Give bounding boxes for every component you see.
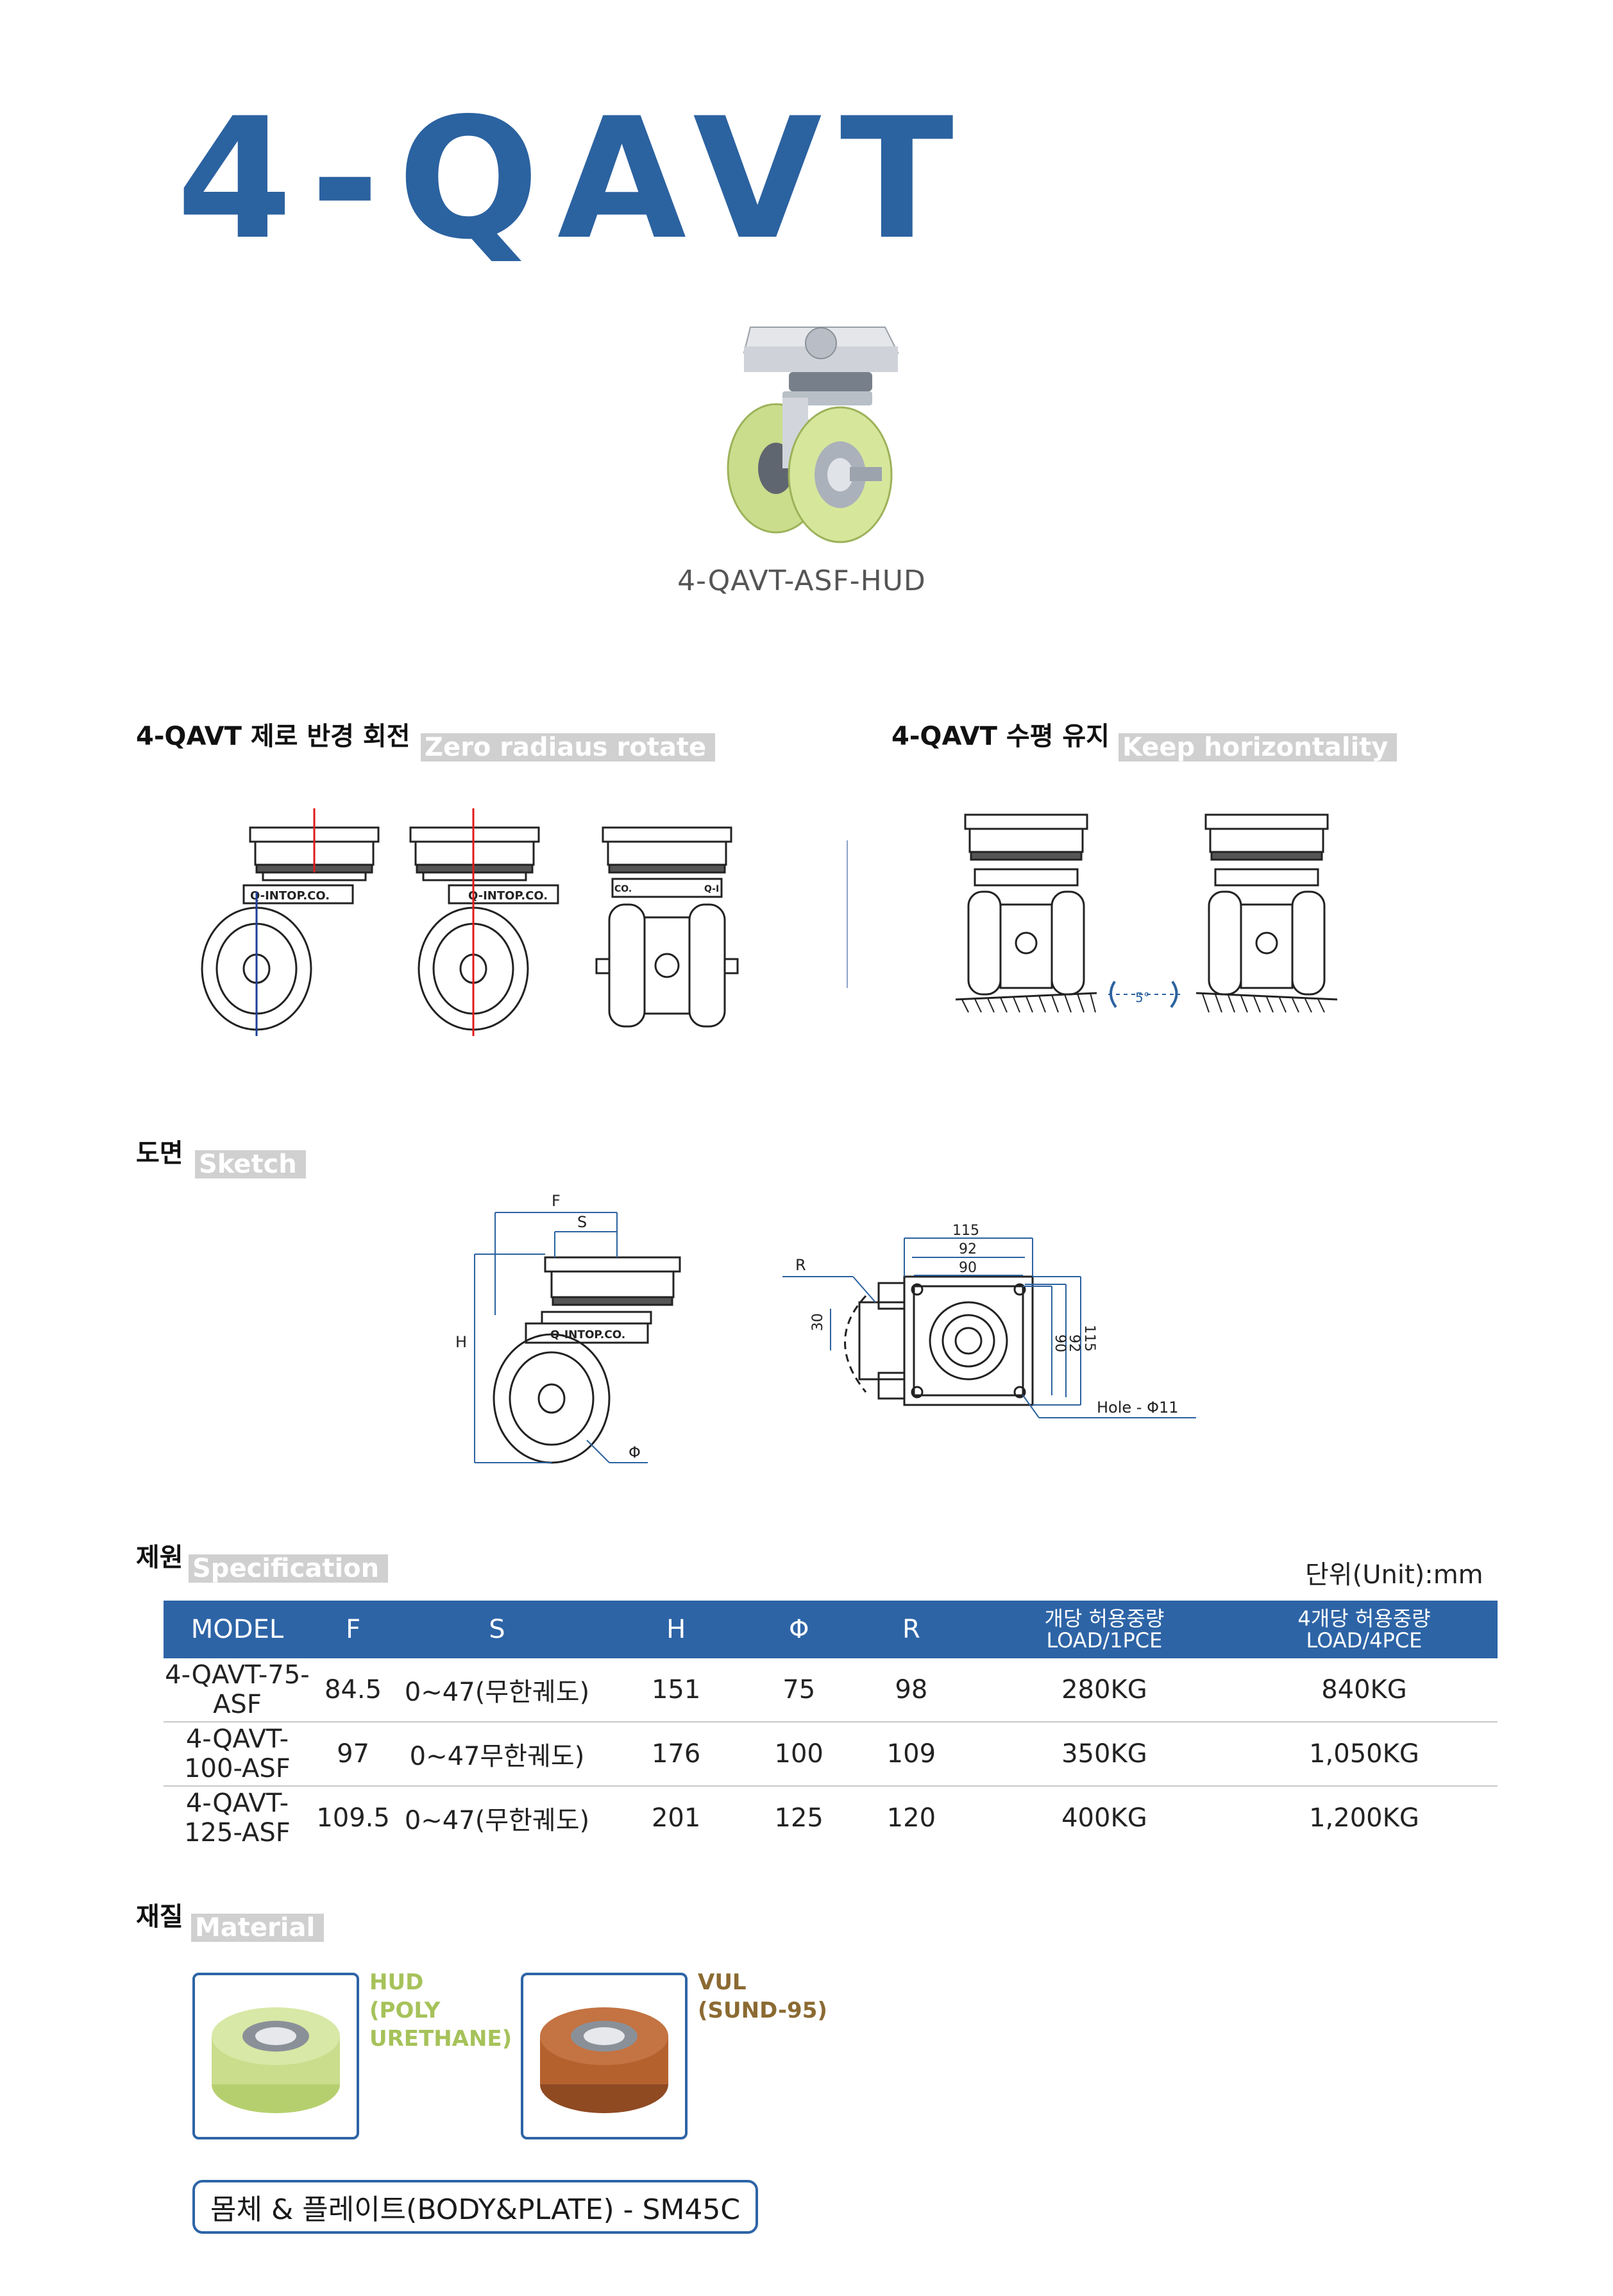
cell-f: 84.5 — [310, 1658, 396, 1722]
section-rotate-title: 4-QAVT 제로 반경 회전 — [136, 722, 410, 751]
dim-H: H — [455, 1333, 467, 1351]
divider — [847, 840, 848, 988]
sketch-side-view: F S H Φ Q-INTOP.CO. — [455, 1192, 681, 1464]
col-header-model: MODEL — [164, 1601, 311, 1658]
dim-F: F — [552, 1192, 561, 1210]
dim-phi: Φ — [629, 1443, 641, 1461]
section-material-subtitle: Material — [191, 1914, 325, 1942]
section-horizontal-subtitle: Keep horizontality — [1119, 733, 1398, 761]
cell-f: 109.5 — [316, 1803, 390, 1833]
material-hud-label: HUD (POLY URETHANE) — [369, 1969, 512, 2052]
material-hud-image — [192, 1973, 359, 2139]
cell-model: 4-QAVT-100-ASF — [164, 1722, 311, 1787]
cell-s: 0~47(무한궤도) — [395, 1658, 599, 1722]
cell-load-4pce: 1,050KG — [1230, 1722, 1498, 1787]
unit-label: 단위(Unit):mm — [1305, 1560, 1483, 1590]
section-material-title: 재질 — [136, 1902, 183, 1932]
brand-label: Q-INTOP.CO. — [550, 1329, 625, 1341]
cell-r: 109 — [844, 1722, 978, 1787]
page-title: 4-QAVT — [176, 83, 972, 276]
brand-label: Q-INTOP.CO. — [468, 889, 548, 903]
dim-30: 30 — [810, 1313, 826, 1331]
cell-s: 0~47(무한궤도) — [404, 1806, 590, 1835]
dim-115-vertical: 115 — [1081, 1325, 1097, 1352]
table-row: 4-QAVT-125-ASF 109.5 0~47(무한궤도) 201 125 … — [164, 1786, 1498, 1850]
section-sketch-title: 도면 — [136, 1139, 183, 1168]
section-spec-title: 제원 — [136, 1543, 183, 1572]
product-photo — [727, 327, 899, 543]
material-vul-image — [521, 1973, 688, 2139]
cell-model: 4-QAVT-125-ASF — [184, 1789, 291, 1848]
zero-radius-rotate-diagram: Q-INTOP.CO. Q-INTOP.CO. CO. Q-I — [201, 808, 739, 1036]
hud-wheel-icon — [212, 2007, 340, 2113]
brand-label: CO. — [614, 884, 632, 894]
cell-load-1pce: 400KG — [1061, 1803, 1147, 1833]
material-vul-label: VUL (SUND-95) — [698, 1969, 827, 2023]
dim-115: 115 — [952, 1223, 979, 1239]
cell-phi: 75 — [753, 1658, 845, 1722]
brand-label: Q-I — [704, 884, 719, 894]
col-header-s: S — [395, 1601, 599, 1658]
brand-label: Q-INTOP.CO. — [250, 889, 330, 903]
col-header-r: R — [844, 1601, 978, 1658]
section-rotate-subtitle: Zero radiaus rotate — [421, 733, 716, 761]
section-sketch-subtitle: Sketch — [195, 1150, 306, 1178]
dim-92-vertical: 92 — [1066, 1334, 1082, 1352]
table-row: 4-QAVT-100-ASF 97 0~47무한궤도) 176 100 109 … — [164, 1722, 1498, 1787]
dim-S: S — [577, 1213, 587, 1231]
vul-wheel-icon — [540, 2007, 668, 2113]
cell-h: 151 — [598, 1658, 754, 1722]
col-header-h: H — [598, 1601, 754, 1658]
cell-phi: 125 — [774, 1803, 823, 1833]
cell-load-4pce: 840KG — [1230, 1658, 1498, 1722]
keep-horizontality-diagram: 5° — [955, 813, 1338, 1013]
body-plate-label: 몸체 & 플레이트(BODY&PLATE) - SM45C — [192, 2180, 759, 2234]
dim-R: R — [795, 1256, 806, 1274]
cell-load-1pce: 350KG — [977, 1722, 1231, 1787]
hole-label: Hole - Φ11 — [1097, 1399, 1179, 1416]
cell-f: 97 — [310, 1722, 396, 1787]
section-spec-subtitle: Specification — [189, 1554, 389, 1583]
cell-phi: 100 — [753, 1722, 845, 1787]
sketch-top-view: R 30 115 92 90 115 92 90 Hole - Φ11 — [782, 1223, 1196, 1418]
cell-model: 4-QAVT-75-ASF — [164, 1658, 311, 1722]
col-header-f: F — [310, 1601, 396, 1658]
cell-h: 176 — [598, 1722, 754, 1787]
table-row: 4-QAVT-75-ASF 84.5 0~47(무한궤도) 151 75 98 … — [164, 1658, 1498, 1722]
cell-load-4pce: 1,200KG — [1309, 1803, 1419, 1833]
dim-90: 90 — [959, 1260, 977, 1276]
cell-load-1pce: 280KG — [977, 1658, 1231, 1722]
cell-r: 98 — [844, 1658, 978, 1722]
dim-92: 92 — [959, 1241, 977, 1257]
product-caption: 4-QAVT-ASF-HUD — [677, 565, 926, 597]
cell-r: 120 — [886, 1803, 936, 1833]
cell-h: 201 — [651, 1803, 701, 1833]
cell-s: 0~47무한궤도) — [395, 1722, 599, 1787]
col-header-phi: Φ — [753, 1601, 845, 1658]
angle-label: 5° — [1135, 990, 1150, 1005]
dim-90-vertical: 90 — [1052, 1334, 1068, 1352]
section-horizontal-title: 4-QAVT 수평 유지 — [891, 722, 1110, 751]
